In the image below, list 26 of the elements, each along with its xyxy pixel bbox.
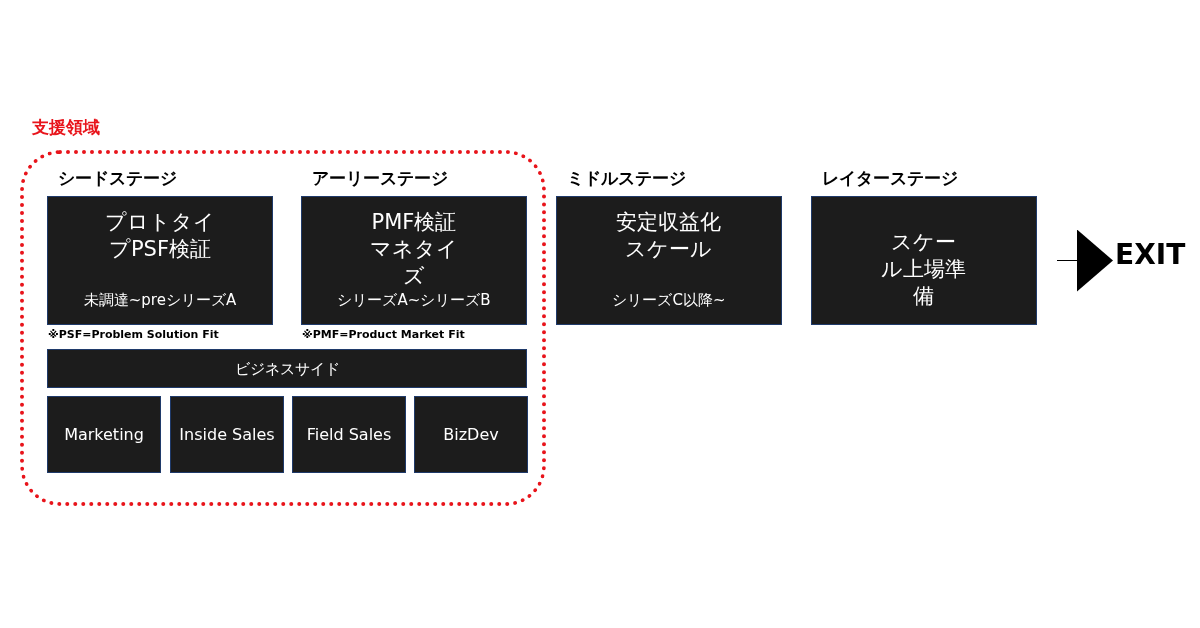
funding-round: 未調達~preシリーズA (82, 291, 238, 310)
arrow (1056, 229, 1113, 292)
stage-title: 安定収益化スケール (615, 209, 722, 263)
function-box (292, 396, 406, 473)
stage-heading: アーリーステージ (312, 167, 448, 190)
box-label: Marketing (64, 424, 144, 445)
stage-title: プロトタイプPSF検証 (104, 209, 216, 263)
stage-heading: ミドルステージ (567, 167, 686, 190)
function-box (47, 396, 161, 473)
funding-round: シリーズC以降~ (611, 291, 727, 310)
section-bar (47, 349, 527, 388)
exit-label: EXIT (1115, 238, 1187, 271)
footnote: ※PMF=Product Market Fit (302, 328, 465, 341)
stage-title: スケール上場準備 (881, 229, 967, 310)
function-box (414, 396, 528, 473)
region-heading: 支援領域 (32, 116, 100, 139)
stage-heading: シードステージ (58, 167, 177, 190)
stage-heading: レイターステージ (822, 167, 958, 190)
function-box (170, 396, 284, 473)
box-label: BizDev (443, 424, 499, 445)
stage-title: PMF検証マネタイズ (369, 209, 459, 290)
box-label: Field Sales (306, 424, 392, 445)
funding-round: シリーズA~シリーズB (336, 291, 492, 310)
footnote: ※PSF=Problem Solution Fit (48, 328, 219, 341)
box-label: ビジネスサイド (234, 358, 340, 379)
box-label: Inside Sales (179, 424, 275, 445)
